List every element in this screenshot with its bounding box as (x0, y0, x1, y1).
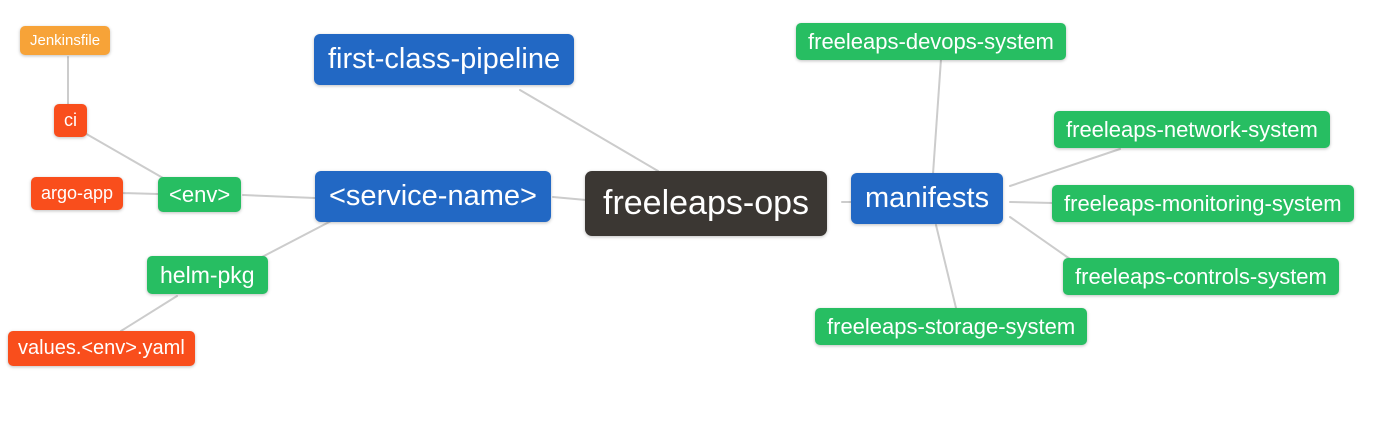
edge-ci-env (82, 131, 164, 179)
node-values-env-yaml[interactable]: values.<env>.yaml (8, 331, 195, 366)
edge-service-freeleaps-ops (552, 196, 587, 201)
node-first-class-pipeline[interactable]: first-class-pipeline (314, 34, 575, 86)
node-ci[interactable]: ci (54, 104, 87, 137)
edge-pipeline-freeleaps-ops (519, 89, 659, 172)
node-freeleaps-storage-system[interactable]: freeleaps-storage-system (815, 308, 1088, 346)
node-freeleaps-ops[interactable]: freeleaps-ops (585, 171, 828, 237)
edge-manifests-devops (932, 58, 942, 175)
node-freeleaps-controls-system[interactable]: freeleaps-controls-system (1063, 258, 1339, 296)
node-manifests[interactable]: manifests (851, 173, 1004, 225)
node-jenkinsfile[interactable]: Jenkinsfile (20, 26, 111, 56)
edge-argo-app-env (119, 192, 159, 195)
node-env[interactable]: <env> (158, 177, 242, 213)
node-freeleaps-monitoring-system[interactable]: freeleaps-monitoring-system (1052, 185, 1354, 223)
edge-values-helm-pkg (120, 295, 178, 332)
edge-manifests-controls (1009, 216, 1071, 260)
edge-env-service-name (242, 194, 316, 199)
node-freeleaps-devops-system[interactable]: freeleaps-devops-system (796, 23, 1066, 61)
node-freeleaps-network-system[interactable]: freeleaps-network-system (1054, 111, 1330, 149)
node-argo-app[interactable]: argo-app (31, 177, 124, 210)
edge-manifests-monitoring (1009, 201, 1054, 204)
edge-manifests-network (1009, 148, 1121, 187)
node-service-name[interactable]: <service-name> (315, 171, 551, 223)
node-helm-pkg[interactable]: helm-pkg (147, 256, 268, 295)
edge-manifests-storage (935, 224, 957, 309)
edge-helm-pkg-service-name (261, 219, 334, 258)
